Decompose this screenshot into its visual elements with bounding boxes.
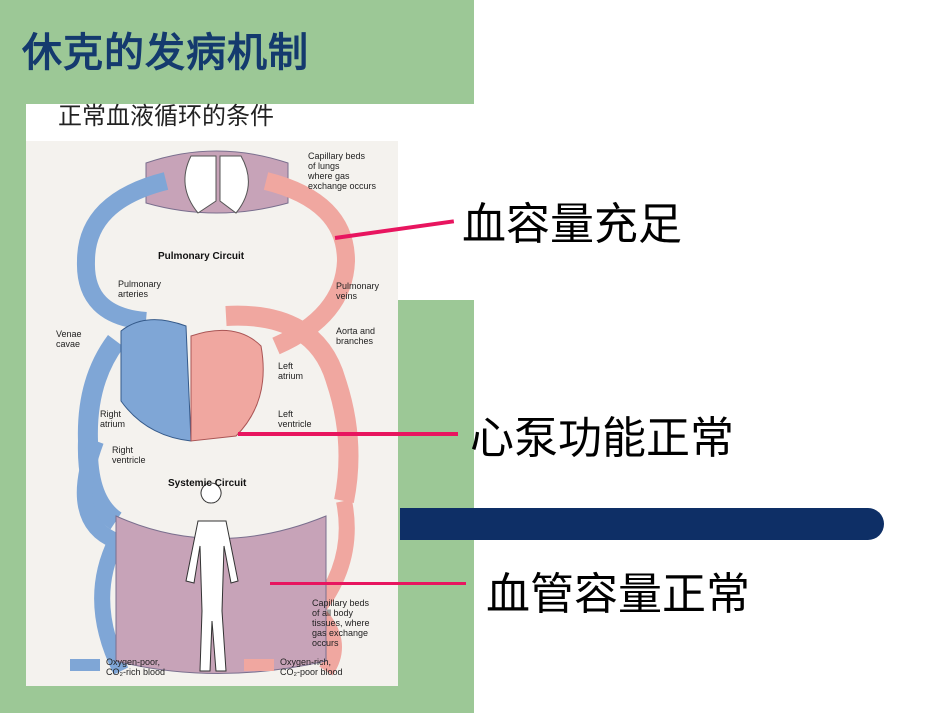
- left-heart: [190, 329, 264, 442]
- circulation-diagram: Capillary beds of lungs where gas exchan…: [26, 141, 398, 686]
- right-heart: [120, 319, 192, 442]
- condition-vascular-capacity: 血管容量正常: [486, 569, 750, 620]
- legend-oxygen-rich: Oxygen-rich, CO₂-poor blood: [280, 657, 343, 677]
- pulmonary-vein-vessel: [263, 172, 356, 355]
- white-gap: [398, 104, 474, 300]
- legend-oxygen-poor: Oxygen-poor, CO₂-rich blood: [106, 657, 165, 677]
- human-figure: [185, 482, 239, 672]
- condition-heart-pump: 心泵功能正常: [470, 413, 734, 464]
- green-panel-lower: [398, 300, 474, 713]
- right-lung: [219, 155, 249, 214]
- pulmonary-artery-vessel: [76, 172, 169, 330]
- white-subtitle-band: [26, 104, 398, 141]
- label-pulmonary-veins: Pulmonary veins: [336, 281, 382, 301]
- label-left-atrium: Left atrium: [278, 361, 303, 381]
- left-lung: [184, 155, 217, 214]
- label-pulmonary-arteries: Pulmonary arteries: [118, 279, 164, 299]
- pointer-line-heart-pump: [238, 432, 458, 436]
- lung-capillary-bed: [145, 150, 289, 214]
- label-right-ventricle: Right ventricle: [112, 445, 146, 465]
- label-left-ventricle: Left ventricle: [278, 409, 312, 429]
- label-aorta: Aorta and branches: [336, 326, 378, 346]
- aorta-vessel: [225, 305, 359, 503]
- pointer-line-vascular: [270, 582, 466, 585]
- label-capillary-body: Capillary beds of all body tissues, wher…: [312, 598, 372, 648]
- label-pulmonary-circuit: Pulmonary Circuit: [158, 251, 245, 262]
- label-systemic-circuit: Systemic Circuit: [168, 478, 247, 489]
- divider-bar: [400, 508, 884, 540]
- condition-blood-volume: 血容量充足: [462, 199, 682, 250]
- page-title: 休克的发病机制: [22, 30, 309, 76]
- legend-swatch-oxygen-rich: [244, 659, 274, 671]
- label-right-atrium: Right atrium: [100, 409, 125, 429]
- label-capillary-lungs: Capillary beds of lungs where gas exchan…: [307, 151, 377, 191]
- page-subtitle: 正常血液循环的条件: [58, 102, 274, 130]
- legend-swatch-oxygen-poor: [70, 659, 100, 671]
- green-panel-top: [0, 0, 474, 104]
- label-venae-cavae: Venae cavae: [56, 329, 84, 349]
